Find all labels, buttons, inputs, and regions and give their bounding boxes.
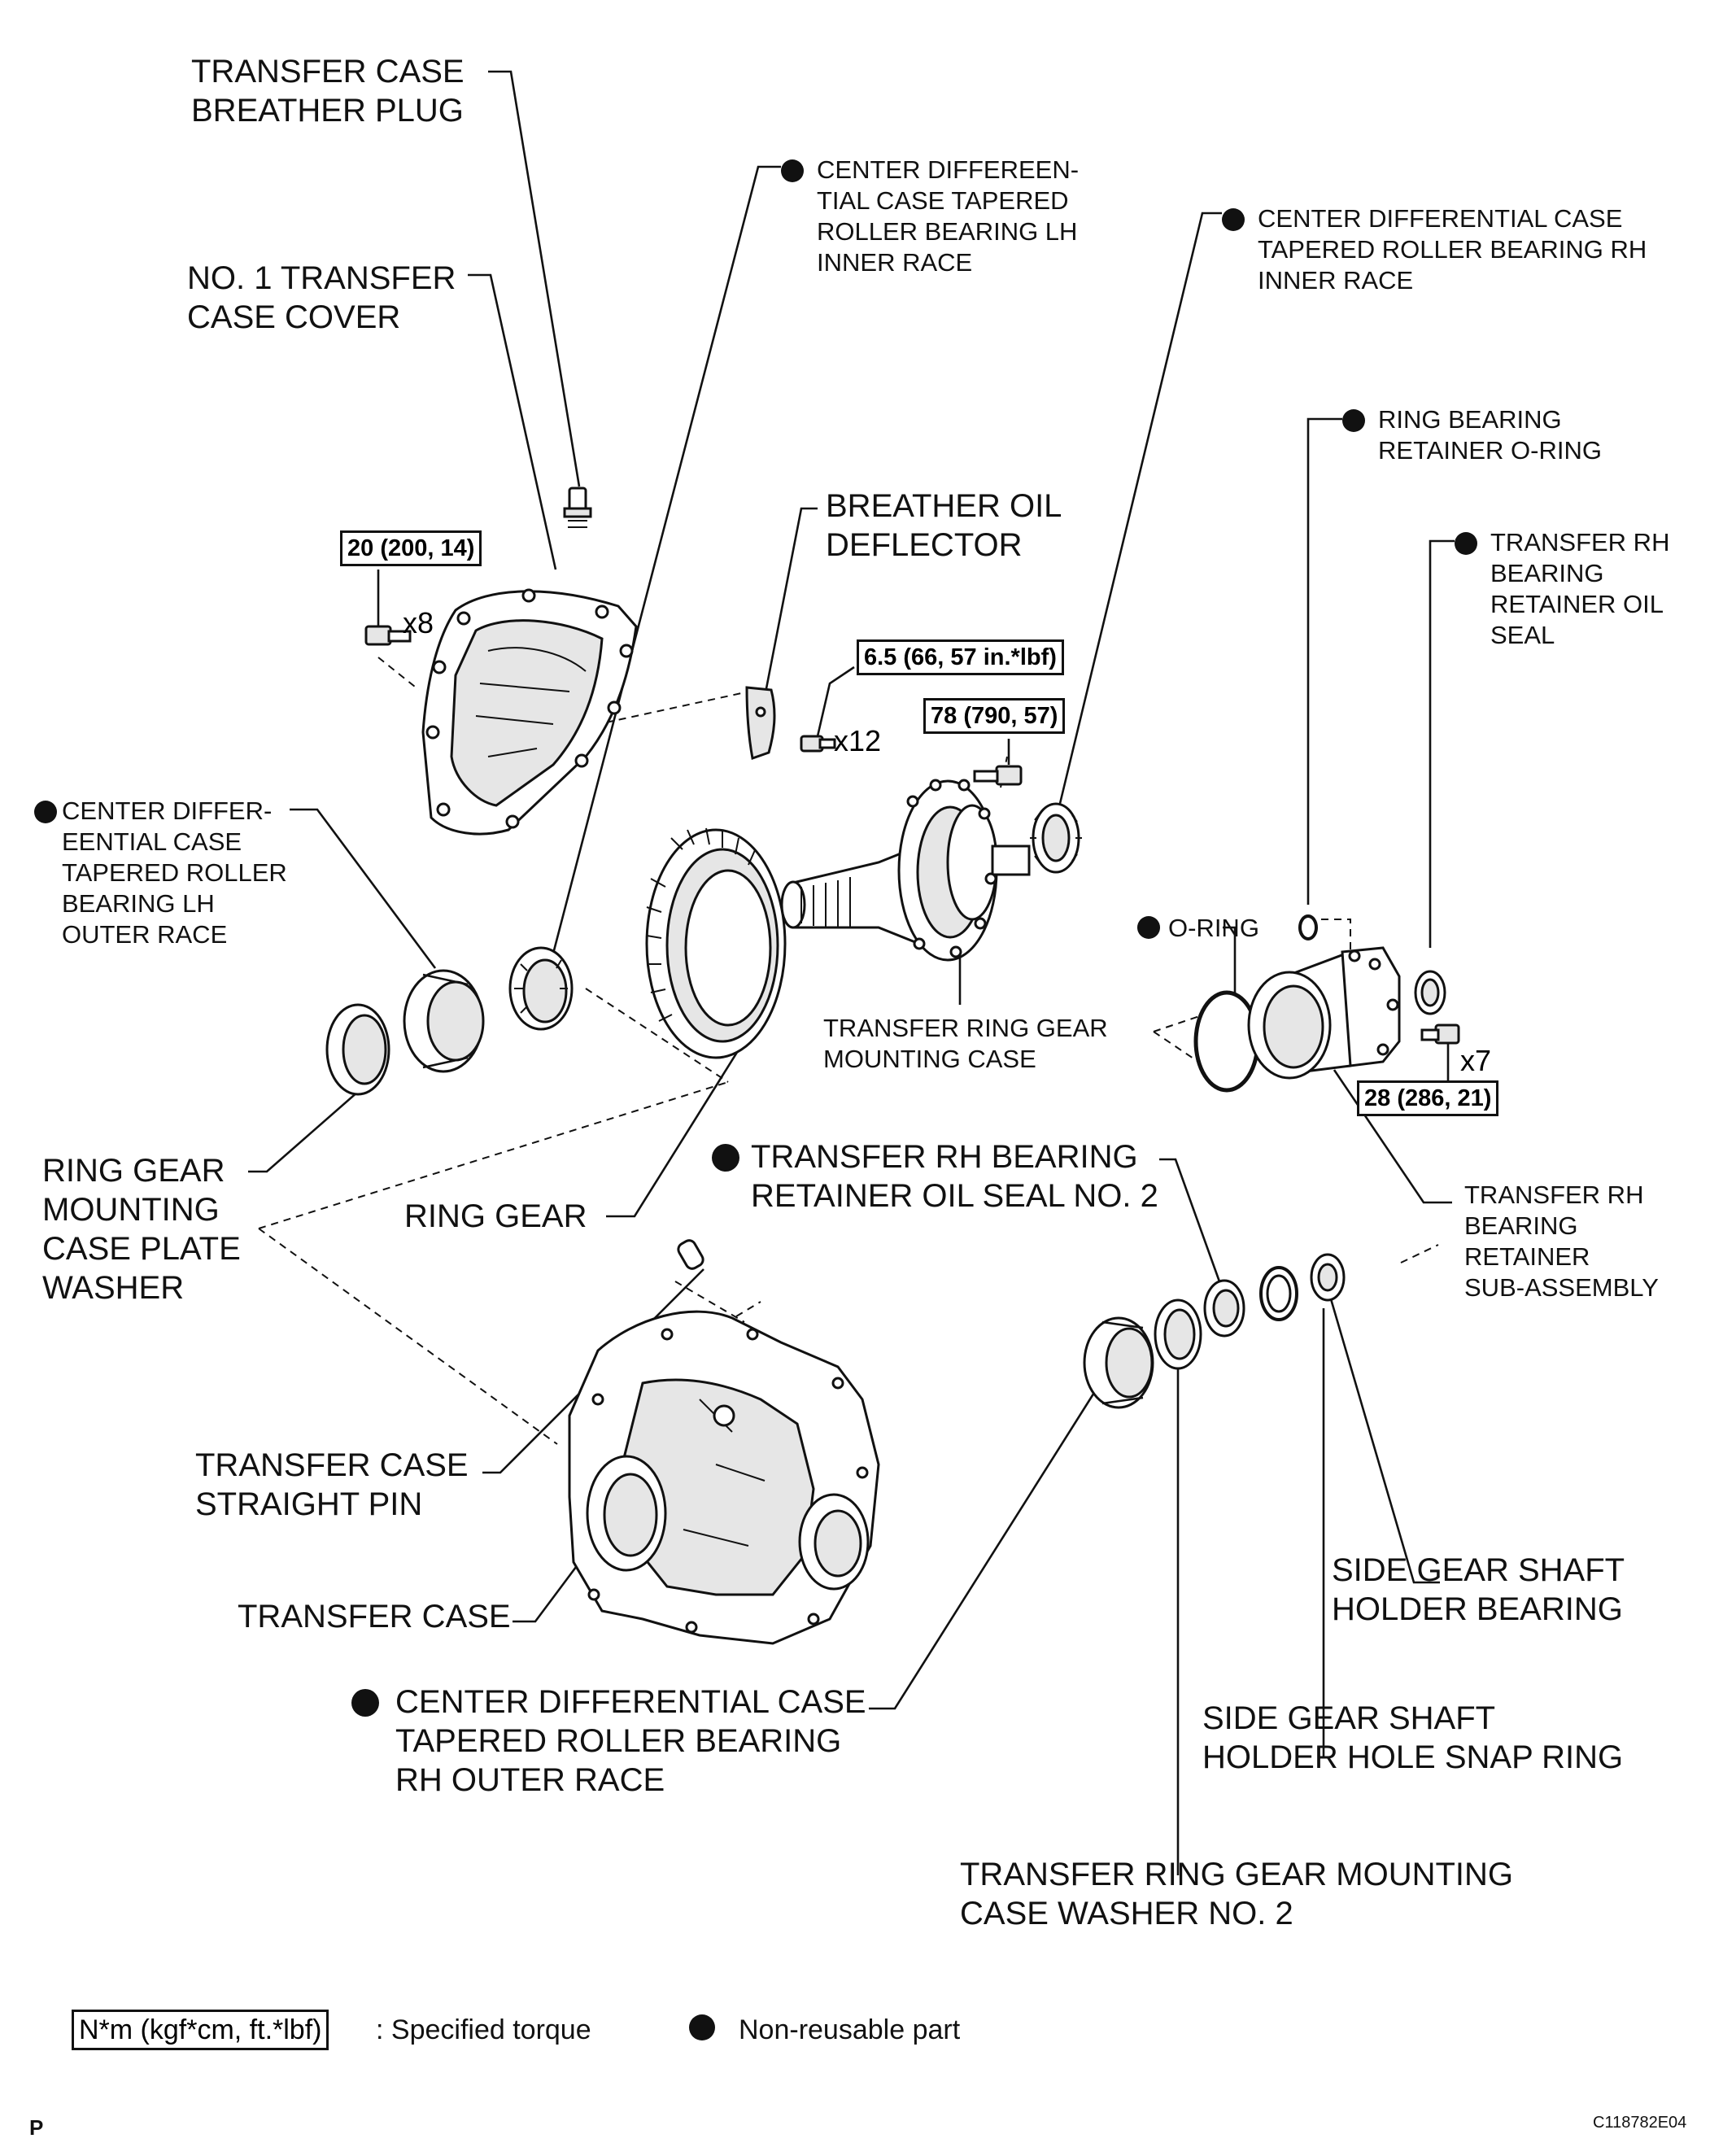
label-transfer-case: TRANSFER CASE	[238, 1599, 511, 1634]
rh-outer-race	[1083, 1316, 1154, 1409]
label-rh-retainer-oil-seal: TRANSFER RH BEARING RETAINER OIL SEAL	[1455, 527, 1669, 651]
breather-plug	[563, 487, 592, 528]
label-breather-plug: TRANSFER CASE BREATHER PLUG	[191, 54, 465, 129]
label-snap-ring: SIDE GEAR SHAFT HOLDER HOLE SNAP RING	[1202, 1700, 1624, 1775]
deflector-bolt	[800, 666, 855, 753]
breather-oil-deflector	[745, 686, 776, 760]
legend-nonreusable-text: Non-reusable part	[739, 2014, 961, 2045]
qty-cover-bolt: x8	[403, 606, 434, 639]
ring-gear-mounting-case	[780, 779, 1031, 962]
label-rh-inner-race: CENTER DIFFERENTIAL CASE TAPERED ROLLER …	[1222, 203, 1647, 296]
rh-inner-race	[1030, 802, 1082, 874]
case-cover	[421, 588, 638, 836]
nonreusable-dot-icon	[1342, 409, 1365, 432]
page-letter: P	[29, 2115, 44, 2140]
oil-seal-no2	[1203, 1279, 1245, 1338]
lh-inner-race	[508, 946, 574, 1031]
nonreusable-dot-icon	[1455, 532, 1477, 555]
label-washer-no2: TRANSFER RING GEAR MOUNTING CASE WASHER …	[960, 1857, 1514, 1931]
nonreusable-dot-icon	[351, 1689, 379, 1717]
label-lh-inner-race: CENTER DIFFEREEN- TIAL CASE TAPERED ROLL…	[781, 155, 1079, 278]
label-ring-gear: RING GEAR	[404, 1198, 587, 1234]
nonreusable-dot-icon	[781, 159, 804, 182]
torque-deflector-bolt: 6.5 (66, 57 in.*lbf)	[857, 639, 1064, 675]
label-lh-outer-race: CENTER DIFFER- EENTIAL CASE TAPERED ROLL…	[34, 796, 287, 950]
label-plate-washer: RING GEAR MOUNTING CASE PLATE WASHER	[42, 1153, 241, 1306]
transfer-case	[568, 1310, 880, 1645]
cover-bolt-holes	[425, 588, 634, 829]
label-case-cover: NO. 1 TRANSFER CASE COVER	[187, 260, 456, 335]
nonreusable-dot-icon	[1137, 915, 1160, 939]
label-rh-retainer-sub: TRANSFER RH BEARING RETAINER SUB-ASSEMBL…	[1464, 1181, 1659, 1302]
mounting-case-bolt-holes	[906, 779, 997, 958]
label-oil-seal-no2: TRANSFER RH BEARING RETAINER OIL SEAL NO…	[712, 1137, 1158, 1215]
rh-bearing-retainer	[1247, 946, 1401, 1080]
legend-torque-text: : Specified torque	[376, 2014, 591, 2045]
label-ring-gear-mounting-case: TRANSFER RING GEAR MOUNTING CASE	[823, 1014, 1108, 1073]
torque-ring-gear-bolt: 78 (790, 57)	[923, 698, 1066, 734]
transfer-case-bolt-holes	[587, 1328, 869, 1634]
washer-no2	[1154, 1298, 1202, 1370]
ring-gear-bolt	[973, 739, 1023, 786]
torque-retainer-bolt: 28 (286, 21)	[1357, 1080, 1499, 1116]
retainer-bolt	[1420, 1023, 1460, 1086]
torque-cover-bolt: 20 (200, 14)	[340, 530, 482, 566]
plate-washer	[325, 1003, 390, 1096]
label-side-gear-bearing: SIDE GEAR SHAFT HOLDER BEARING	[1332, 1552, 1625, 1627]
ring-gear	[645, 827, 787, 1059]
lh-outer-race	[403, 969, 485, 1073]
cover-bolt	[364, 570, 412, 646]
nonreusable-dot-icon	[34, 801, 57, 823]
legend-dot-icon	[689, 2014, 715, 2040]
nonreusable-dot-icon	[1222, 208, 1245, 231]
qty-retainer-bolt: x7	[1460, 1044, 1492, 1077]
label-ring-bearing-oring: RING BEARING RETAINER O-RING	[1342, 404, 1602, 466]
side-gear-bearing	[1310, 1253, 1346, 1302]
figure-code: C118782E04	[1593, 2114, 1687, 2132]
rh-retainer-oil-seal	[1414, 970, 1446, 1015]
label-breather-deflector: BREATHER OIL DEFLECTOR	[826, 488, 1062, 563]
straight-pin	[677, 1239, 704, 1270]
snap-ring	[1259, 1266, 1298, 1321]
label-straight-pin: TRANSFER CASE STRAIGHT PIN	[195, 1447, 469, 1522]
label-rh-outer-race: CENTER DIFFERENTIAL CASE TAPERED ROLLER …	[351, 1682, 866, 1800]
ring-bearing-retainer-oring	[1298, 914, 1318, 941]
legend-torque-box: N*m (kgf*cm, ft.*lbf)	[72, 2010, 329, 2050]
qty-deflector-bolt: x12	[834, 724, 882, 757]
o-ring	[1193, 990, 1260, 1093]
nonreusable-dot-icon	[712, 1144, 739, 1172]
label-o-ring: O-RING	[1137, 913, 1259, 944]
